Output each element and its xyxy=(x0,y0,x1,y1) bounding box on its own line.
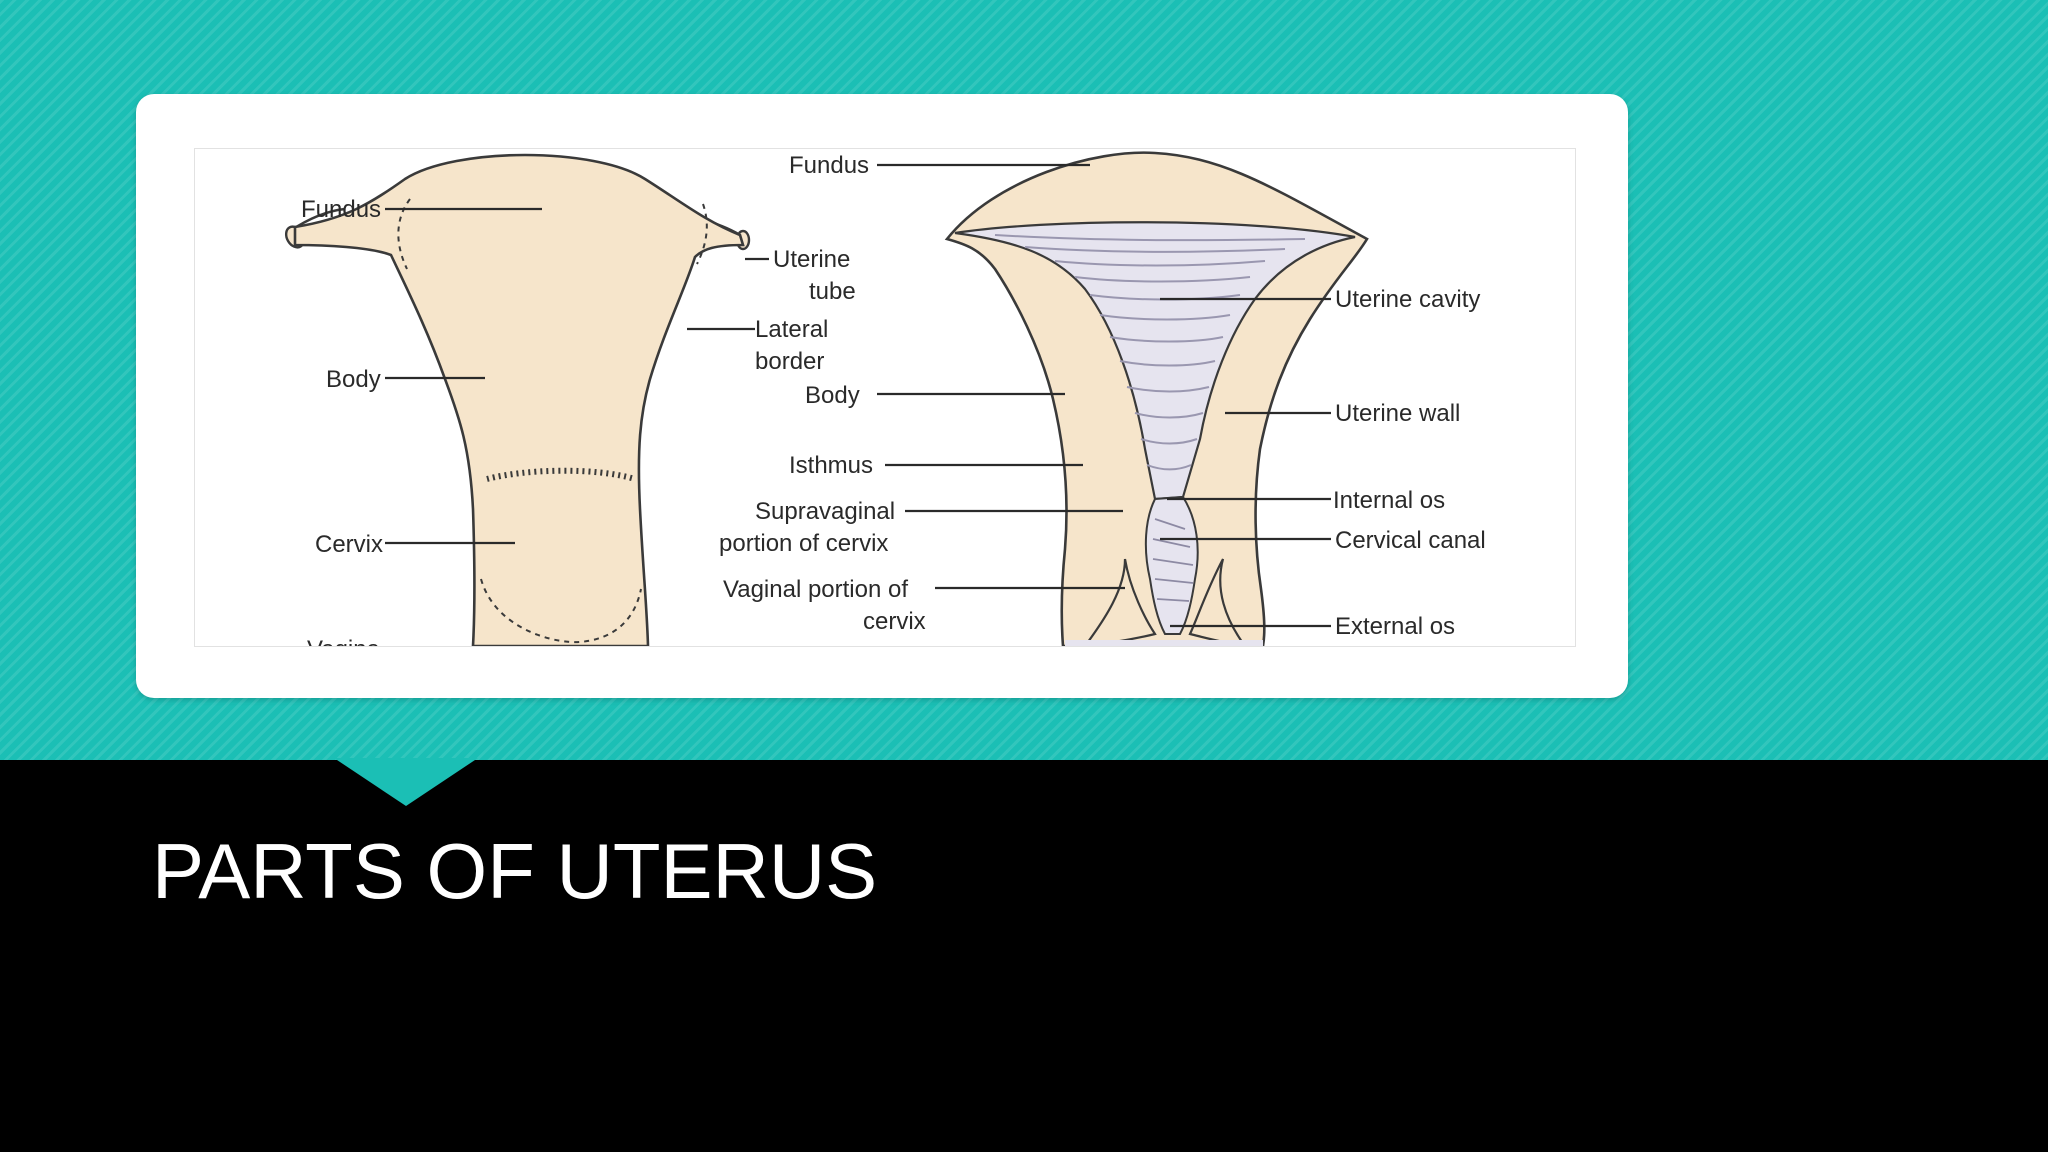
uterus-diagram: Fundus Uterine tube Lateral border Body … xyxy=(194,148,1576,647)
ext-label-lateral-border-line1: Lateral xyxy=(755,316,828,343)
sec-label-body: Body xyxy=(805,382,860,409)
ext-label-uterine-tube-line1: Uterine xyxy=(773,246,850,273)
ext-label-cervix: Cervix xyxy=(315,531,383,558)
isthmus-hatching xyxy=(486,467,636,482)
slide-title: PARTS OF UTERUS xyxy=(152,827,878,915)
ext-label-uterine-tube-line2: tube xyxy=(809,278,856,305)
sec-label-vaginal-portion-line2: cervix xyxy=(863,608,926,635)
uterine-cavity-shape xyxy=(954,221,1356,501)
sec-label-supravaginal-line2: portion of cervix xyxy=(719,530,888,557)
section-uterus-view: Fundus Body Isthmus Supravaginal portion… xyxy=(719,151,1486,646)
sec-label-vaginal-portion-line1: Vaginal portion of xyxy=(723,576,908,603)
ext-label-body: Body xyxy=(326,366,381,393)
ext-label-vagina: Vagina xyxy=(307,636,381,646)
ext-label-fundus: Fundus xyxy=(301,196,381,223)
sec-label-external-os: External os xyxy=(1335,613,1455,640)
sec-label-supravaginal-line1: Supravaginal xyxy=(755,498,895,525)
external-uterus-shape xyxy=(293,153,745,646)
right-vaginal-fornix xyxy=(1188,558,1247,646)
sec-label-uterine-wall: Uterine wall xyxy=(1335,400,1460,427)
title-pointer xyxy=(334,758,478,806)
sec-label-isthmus: Isthmus xyxy=(789,452,873,479)
sec-label-uterine-cavity: Uterine cavity xyxy=(1335,286,1480,313)
external-uterus-view: Fundus Uterine tube Lateral border Body … xyxy=(284,153,856,646)
sec-label-fundus: Fundus xyxy=(789,152,869,179)
sec-label-internal-os: Internal os xyxy=(1333,487,1445,514)
ext-label-lateral-border-line2: border xyxy=(755,348,824,375)
sec-label-cervical-canal: Cervical canal xyxy=(1335,527,1486,554)
